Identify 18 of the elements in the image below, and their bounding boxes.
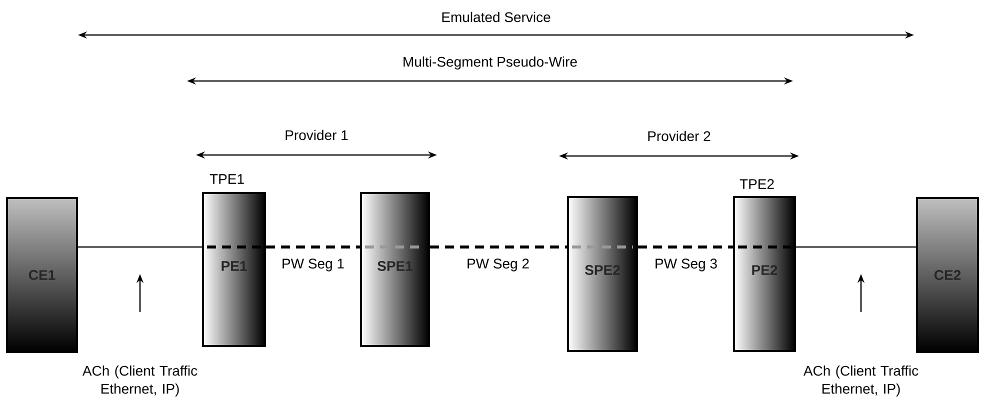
device-box: CE2	[916, 197, 979, 353]
edge-label: PW Seg 1	[280, 258, 346, 272]
connector-line	[638, 246, 733, 248]
edge-label: PW Seg 3	[654, 258, 719, 272]
connector-line	[430, 246, 567, 248]
edge-label: PW Seg 2	[466, 258, 531, 272]
connector-line	[796, 246, 916, 248]
span-label: Provider 2	[648, 130, 710, 142]
device-box: CE1	[6, 197, 78, 353]
device-caption: TPE1	[210, 174, 244, 184]
span-label: Multi-Segment Pseudo-Wire	[404, 56, 577, 70]
span-label: Emulated Service	[442, 12, 550, 22]
device-caption: TPE2	[740, 179, 774, 189]
attachment-label: ACh (Client Traffic Ethernet, IP)	[803, 365, 918, 397]
span-label: Provider 1	[286, 130, 348, 140]
attachment-label: ACh (Client Traffic Ethernet, IP)	[82, 365, 198, 397]
connector-line	[78, 246, 202, 248]
connector-line	[266, 246, 360, 248]
